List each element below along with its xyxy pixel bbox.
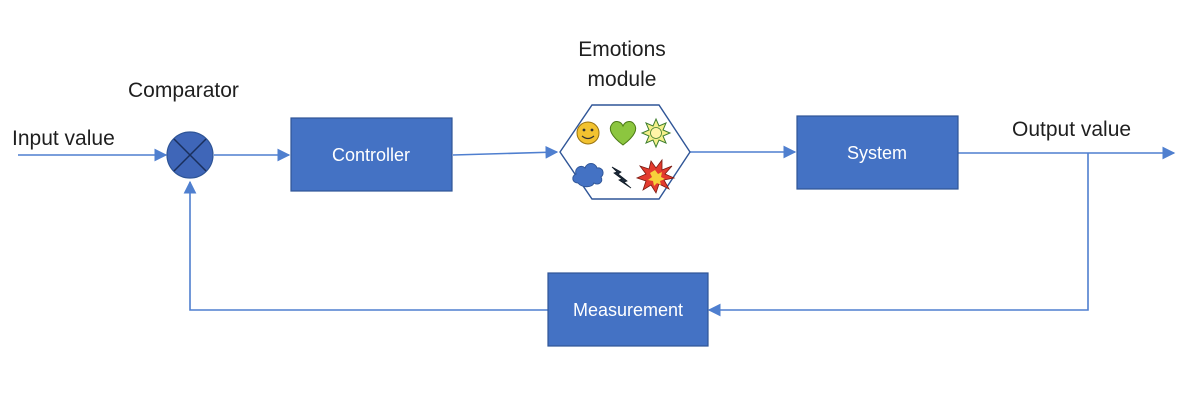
comparator-label: Comparator xyxy=(128,79,239,102)
controller-block: Controller xyxy=(290,117,453,192)
system-label: System xyxy=(847,143,907,163)
system-block: System xyxy=(796,115,959,190)
input-value-label: Input value xyxy=(12,127,115,150)
explosion-icon xyxy=(635,158,676,194)
controller-label: Controller xyxy=(332,145,410,165)
emotions-title-line2: module xyxy=(588,68,657,91)
comparator-symbol xyxy=(166,131,214,179)
lightning-icon xyxy=(611,166,632,189)
emotions-title-line1: Emotions xyxy=(578,38,666,61)
measurement-to-comparator-arrow xyxy=(183,180,548,311)
controller-to-emotions-arrow xyxy=(452,145,559,159)
measurement-block: Measurement xyxy=(547,272,709,347)
smiley-icon xyxy=(576,121,600,145)
emotions-module xyxy=(559,104,691,200)
sun-icon xyxy=(640,117,672,149)
heart-icon xyxy=(609,121,637,146)
feedback-to-measurement-arrow xyxy=(707,153,1089,317)
measurement-label: Measurement xyxy=(573,300,683,320)
output-value-label: Output value xyxy=(1012,118,1131,141)
cloud-icon xyxy=(572,163,604,188)
